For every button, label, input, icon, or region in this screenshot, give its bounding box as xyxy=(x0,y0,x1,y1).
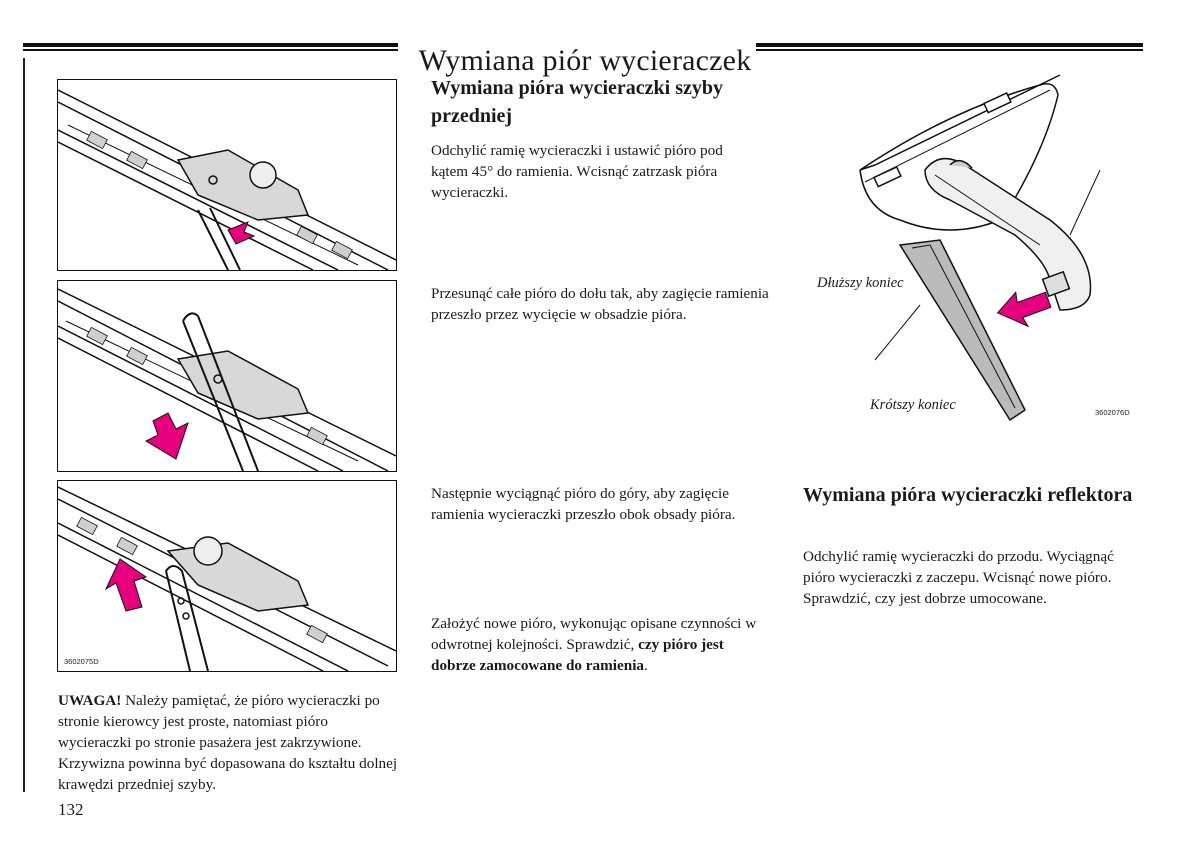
section2-text: Odchylić ramię wycieraczki do przodu. Wy… xyxy=(803,548,1114,607)
header-rule-right xyxy=(756,43,1143,51)
step-4-end: . xyxy=(644,657,648,674)
wiper-blade-illustration-3 xyxy=(58,486,396,671)
figure-step-2 xyxy=(57,280,397,472)
label-longer-end: Dłuższy koniec xyxy=(817,275,904,291)
figure-step-3: 3602075D xyxy=(57,480,397,672)
step-1-text: Odchylić ramię wycieraczki i ustawić pió… xyxy=(431,142,723,201)
step-4-bold: czy pióro jest dobrze zamocowane do rami… xyxy=(431,636,724,674)
wiper-blade-illustration-1 xyxy=(58,89,396,270)
note-text: Należy pamiętać, że pióro wycieraczki po… xyxy=(58,692,398,793)
page-number: 132 xyxy=(58,800,84,819)
wiper-blade-illustration-2 xyxy=(58,288,396,471)
step-4-paragraph: Założyć nowe pióro, wykonując opisane cz… xyxy=(431,613,766,676)
figure-step-1 xyxy=(57,79,397,271)
step-4-text: Założyć nowe pióro, wykonując opisane cz… xyxy=(431,615,757,653)
margin-line xyxy=(23,58,25,792)
label-shorter-end: Krótszy koniec xyxy=(870,397,956,413)
figure-headlight-wiper: 3602076D xyxy=(800,70,1145,430)
step-3-text: Następnie wyciągnąć pióro do góry, aby z… xyxy=(431,485,736,523)
note-paragraph: UWAGA! Należy pamiętać, że pióro wyciera… xyxy=(58,690,398,795)
figure-code-right: 3602076D xyxy=(1095,408,1130,417)
headlight-wiper-illustration xyxy=(859,74,1101,422)
section2-heading: Wymiana pióra wycieraczki reflektora xyxy=(803,484,1133,506)
figure-code-left: 3602075D xyxy=(64,657,99,666)
section1-heading: Wymiana pióra wycieraczki szyby przednie… xyxy=(431,77,724,127)
note-label: UWAGA! xyxy=(58,692,122,709)
header-rule-left xyxy=(23,43,398,51)
page-title: Wymiana piór wycieraczek xyxy=(418,44,752,78)
step-2-text: Przesunąć całe pióro do dołu tak, aby za… xyxy=(431,285,769,323)
